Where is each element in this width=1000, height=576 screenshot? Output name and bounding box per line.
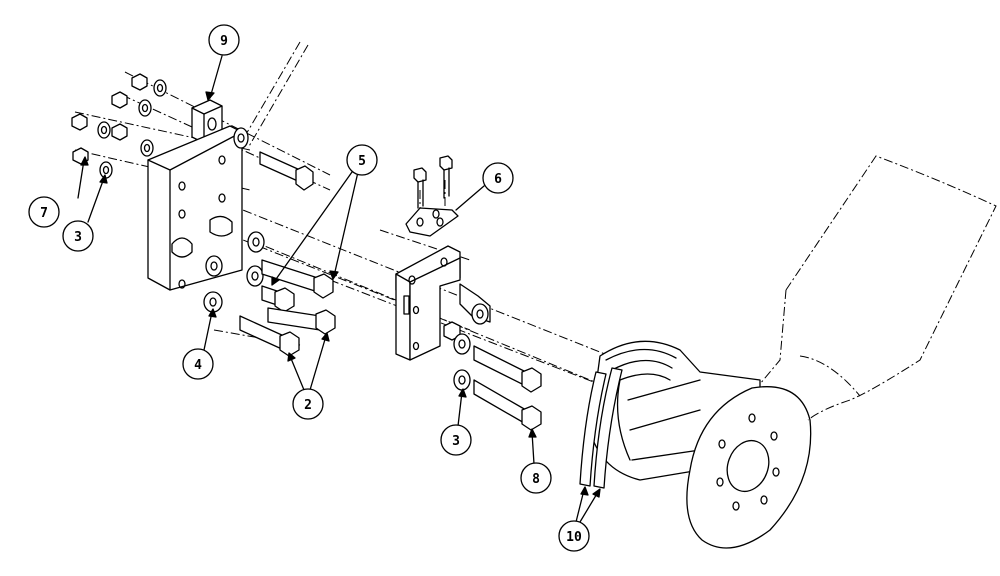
washer xyxy=(97,121,111,139)
washer xyxy=(246,265,264,287)
callout-4: 4 xyxy=(182,348,214,380)
top-plate xyxy=(405,207,459,237)
washer xyxy=(233,127,249,149)
callout-3: 3 xyxy=(62,220,94,252)
bolt xyxy=(261,259,334,299)
callout-10: 10 xyxy=(558,520,590,552)
callout-8: 8 xyxy=(520,462,552,494)
straps xyxy=(579,367,623,489)
nut xyxy=(131,73,148,91)
leader-lines xyxy=(77,55,601,523)
nut xyxy=(111,123,128,141)
svg-text:2: 2 xyxy=(304,398,312,413)
bolt xyxy=(261,285,295,313)
washer xyxy=(138,99,152,117)
callout-9: 9 xyxy=(208,24,240,56)
svg-text:8: 8 xyxy=(532,472,540,487)
washer xyxy=(153,79,167,97)
washer xyxy=(205,255,223,277)
bolt xyxy=(473,345,542,393)
svg-text:6: 6 xyxy=(494,172,502,187)
small-bolt xyxy=(413,167,427,209)
center-bracket xyxy=(395,245,491,361)
callout-7: 7 xyxy=(28,196,60,228)
callout-6: 6 xyxy=(482,162,514,194)
washer xyxy=(99,161,113,179)
washer xyxy=(453,333,471,355)
flange-disc xyxy=(686,386,812,549)
svg-text:7: 7 xyxy=(40,206,48,221)
svg-text:9: 9 xyxy=(220,34,228,49)
bolt xyxy=(267,307,336,335)
bolt xyxy=(239,315,300,357)
callout-5: 5 xyxy=(346,144,378,176)
washer xyxy=(247,231,265,253)
mounting-plate xyxy=(147,125,243,291)
svg-text:3: 3 xyxy=(74,230,82,245)
callout-2: 2 xyxy=(292,388,324,420)
svg-text:3: 3 xyxy=(452,434,460,449)
bolt xyxy=(259,151,314,191)
bolt xyxy=(473,379,542,431)
callout-3-lower: 3 xyxy=(440,424,472,456)
svg-text:5: 5 xyxy=(358,154,366,169)
svg-text:4: 4 xyxy=(194,358,202,373)
washer xyxy=(140,139,154,157)
blade-outline xyxy=(759,155,997,421)
svg-text:10: 10 xyxy=(566,530,582,545)
small-bolt xyxy=(439,155,453,199)
nut xyxy=(111,91,128,109)
washer xyxy=(453,369,471,391)
nut xyxy=(71,113,88,131)
